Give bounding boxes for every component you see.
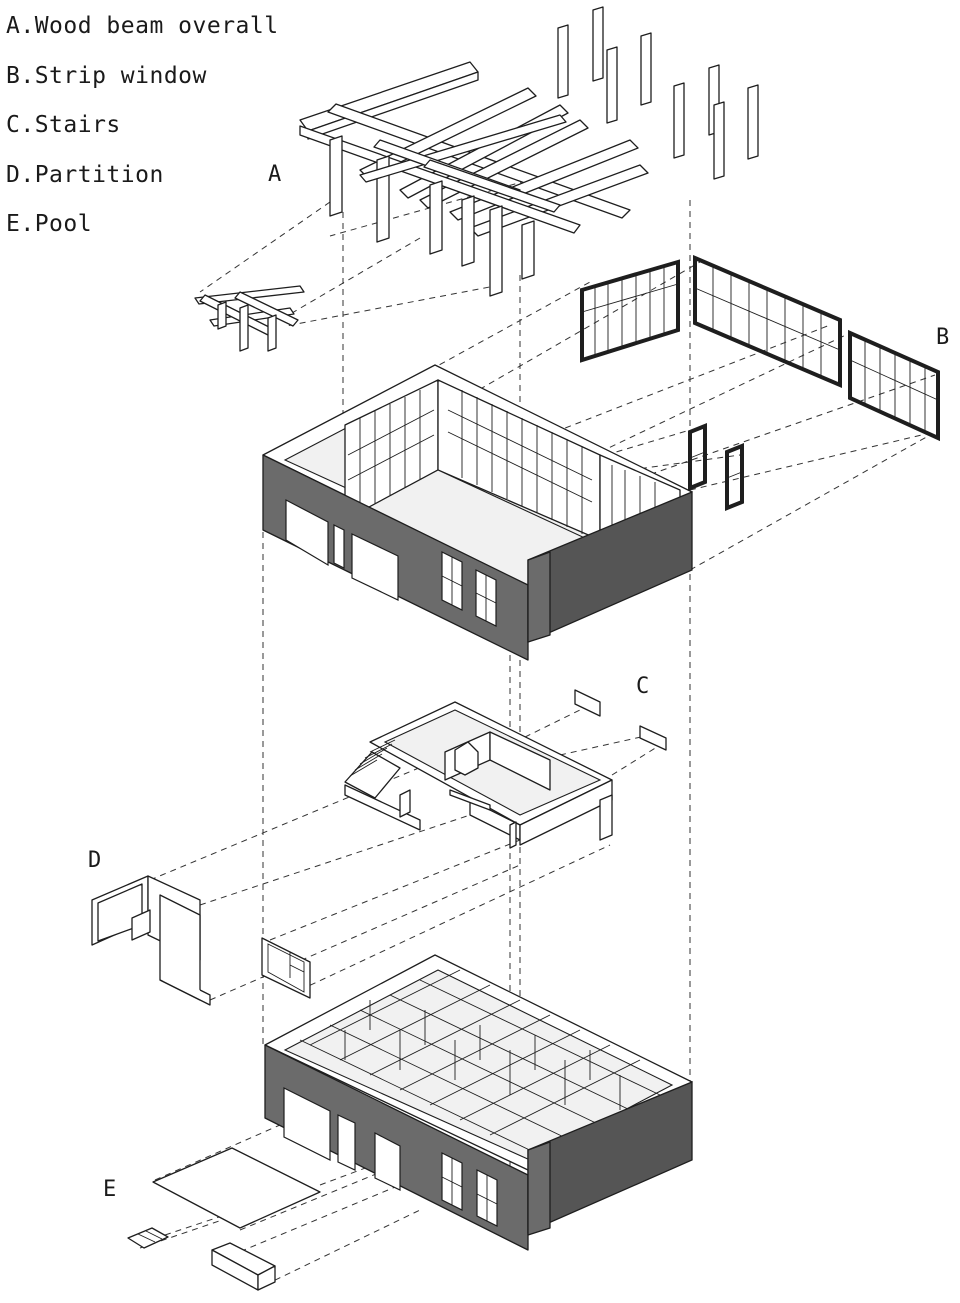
lower-floor-volume: [264, 954, 693, 1251]
pool-elements: [127, 1147, 321, 1291]
small-beam-piece: [194, 285, 305, 352]
callout-e: E: [103, 1177, 117, 1202]
callout-c: C: [636, 674, 650, 699]
legend-item-stairs: C.Stairs: [6, 112, 121, 138]
callout-a: A: [268, 162, 282, 187]
callout-b: B: [936, 325, 950, 350]
legend: A.Wood beam overall B.Strip window C.Sta…: [6, 2, 279, 250]
legend-item-wood-beam: A.Wood beam overall: [6, 13, 279, 39]
upper-floor-volume: [262, 364, 693, 661]
partition-walls: [91, 875, 311, 1006]
stairs-mezzanine: [344, 689, 667, 849]
legend-item-partition: D.Partition: [6, 161, 164, 188]
wood-beam-structure: [299, 6, 759, 297]
legend-item-pool: E.Pool: [6, 211, 93, 237]
callout-d: D: [88, 848, 102, 873]
legend-item-strip-window: B.Strip window: [6, 62, 207, 89]
strip-window-panels: [580, 254, 940, 511]
